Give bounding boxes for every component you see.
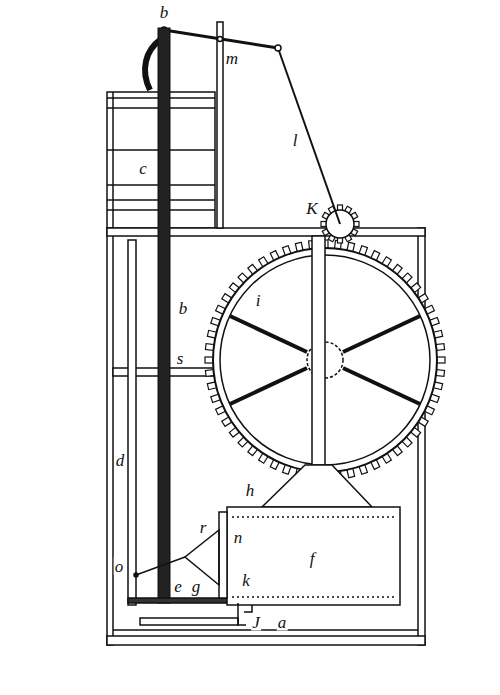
- post-d: [128, 240, 136, 605]
- part-letter: K: [305, 200, 318, 217]
- part-letter: o: [114, 558, 125, 575]
- part-letter: s: [176, 350, 185, 367]
- post-m: [217, 22, 223, 228]
- part-letter: d: [115, 452, 126, 469]
- lever-and-link: [161, 27, 340, 224]
- great-wheel: [230, 316, 307, 352]
- part-letter: b: [178, 300, 189, 317]
- wheel-shaft-post: [312, 236, 325, 465]
- post-d: [136, 557, 185, 575]
- frame: [107, 228, 113, 645]
- frame: [107, 636, 425, 645]
- lever-and-link: [278, 48, 340, 224]
- base-plate-a: [238, 603, 246, 625]
- part-letter: r: [199, 519, 208, 536]
- wheel-shaft-post: [262, 236, 372, 507]
- part-letter: c: [138, 160, 148, 177]
- part-letter: a: [277, 614, 288, 631]
- post-b: [145, 28, 170, 603]
- frame: [113, 629, 418, 631]
- post-d: [134, 573, 138, 577]
- lever-and-link: [164, 30, 278, 48]
- part-letter: k: [241, 572, 251, 589]
- great-wheel: [343, 316, 420, 352]
- part-letter: h: [245, 482, 256, 499]
- great-wheel: [230, 368, 307, 404]
- part-letter: n: [233, 529, 244, 546]
- part-letter: m: [225, 50, 239, 67]
- great-wheel: [343, 368, 420, 404]
- cylinder-f: [232, 516, 396, 518]
- frame: [107, 228, 425, 236]
- lever-and-link: [218, 37, 223, 42]
- cylinder-f: [185, 507, 400, 612]
- lever-and-link: [275, 45, 281, 51]
- part-letter: i: [255, 292, 262, 309]
- base-plate-a: [140, 618, 238, 625]
- cylinder-f: [232, 596, 396, 598]
- part-letter: e: [173, 578, 183, 595]
- part-letter: b: [159, 4, 170, 21]
- cylinder-f: [244, 605, 252, 612]
- wheel-shaft-post: [262, 465, 372, 507]
- part-letter: J: [251, 614, 261, 631]
- part-letter: g: [191, 578, 202, 595]
- post-b: [158, 28, 170, 603]
- post-m: [217, 22, 223, 228]
- part-letter: f: [309, 550, 316, 567]
- cylinder-f: [219, 512, 227, 598]
- part-letter: l: [292, 132, 299, 149]
- cylinder-f: [227, 507, 400, 605]
- base-plate-a: [140, 603, 246, 625]
- upper-cistern: [112, 92, 114, 228]
- frame: [418, 228, 425, 645]
